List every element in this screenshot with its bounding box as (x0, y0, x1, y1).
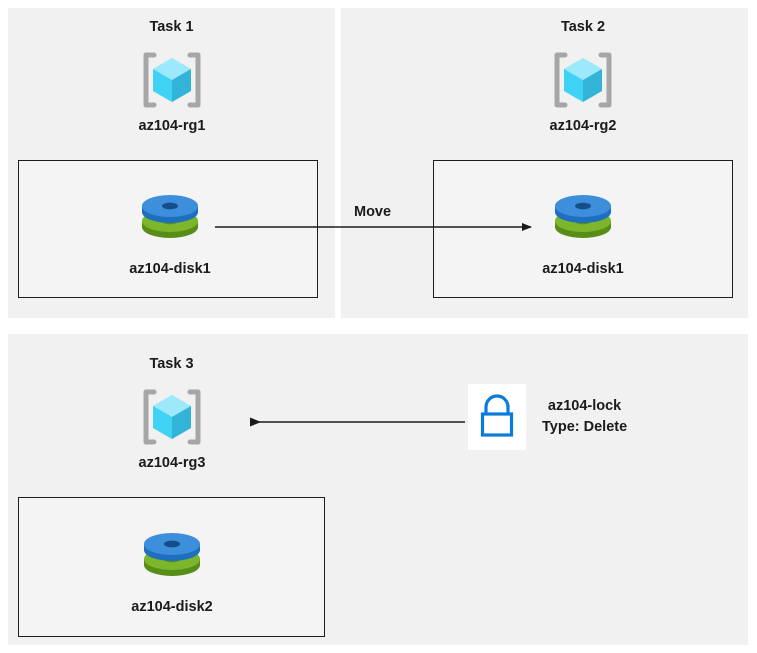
managed-disk-icon (508, 192, 658, 254)
move-arrow (215, 223, 532, 231)
task-1-title: Task 1 (149, 19, 194, 35)
resource-group-node-rg1: az104-rg1 (97, 48, 247, 134)
lock-text-block: az104-lock Type: Delete (542, 396, 627, 438)
resource-group-icon (508, 48, 658, 112)
disk-label-task-3: az104-disk2 (131, 599, 213, 615)
lock-arrow (250, 417, 465, 427)
lock-icon (468, 384, 526, 450)
resource-group-label-rg2: az104-rg2 (549, 118, 617, 134)
disk-node-task-1: az104-disk1 (95, 192, 245, 277)
disk-label-task-1: az104-disk1 (129, 261, 211, 277)
lock-type: Type: Delete (542, 419, 628, 435)
disk-node-task-3: az104-disk2 (97, 530, 247, 615)
resource-group-label-rg3: az104-rg3 (138, 455, 206, 471)
resource-group-icon (97, 48, 247, 112)
disk-node-task-2: az104-disk1 (508, 192, 658, 277)
resource-group-label-rg1: az104-rg1 (138, 118, 206, 134)
managed-disk-icon (97, 530, 247, 592)
task-2-title: Task 2 (560, 19, 606, 35)
resource-group-icon (97, 385, 247, 449)
lock-name: az104-lock (547, 397, 622, 414)
task-3-title: Task 3 (149, 356, 194, 372)
resource-group-node-rg3: az104-rg3 (97, 385, 247, 471)
disk-label-task-2: az104-disk1 (542, 261, 624, 277)
move-connector-label: Move (354, 204, 392, 220)
lock-node: az104-lock Type: Delete (468, 384, 627, 450)
resource-group-node-rg2: az104-rg2 (508, 48, 658, 134)
managed-disk-icon (95, 192, 245, 254)
